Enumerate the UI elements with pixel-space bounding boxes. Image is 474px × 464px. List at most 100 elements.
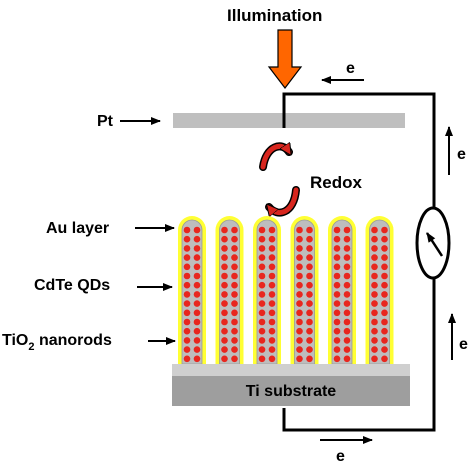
cdte-quantum-dot xyxy=(221,263,228,271)
cdte-quantum-dot xyxy=(371,337,378,344)
cdte-quantum-dot xyxy=(343,291,351,298)
nanorod xyxy=(328,216,356,365)
cdte-quantum-dot xyxy=(193,245,201,252)
cdte-quantum-dot xyxy=(306,254,313,261)
cdte-quantum-dot xyxy=(193,309,201,317)
cdte-quantum-dot xyxy=(268,245,276,252)
cdte-quantum-dot xyxy=(258,291,266,298)
cdte-quantum-dot xyxy=(333,272,341,280)
cdte-quantum-dot xyxy=(333,281,341,289)
cdte-quantum-dot xyxy=(296,272,303,280)
cdte-quantum-dot xyxy=(221,235,228,243)
cdte-quantum-dot xyxy=(231,235,238,243)
cdte-quantum-dot xyxy=(183,300,191,307)
cdte-quantum-dot xyxy=(343,318,351,326)
cdte-quantum-dot xyxy=(258,355,266,363)
cdte-quantum-dot xyxy=(343,245,351,252)
cdte-quantum-dot xyxy=(296,263,303,271)
cdte-quantum-dot xyxy=(268,254,276,261)
cdte-quantum-dot xyxy=(193,300,201,307)
cdte-quantum-dot xyxy=(381,254,388,261)
cdte-quantum-dot xyxy=(193,235,201,243)
cdte-quantum-dot xyxy=(221,318,228,326)
cdte-quantum-dot xyxy=(193,291,201,298)
cdte-quantum-dot xyxy=(183,327,191,335)
nanorod xyxy=(253,216,281,365)
cdte-quantum-dot xyxy=(343,355,351,363)
cdte-quantum-dot xyxy=(381,281,388,289)
cdte-quantum-dot xyxy=(231,263,238,271)
cdte-quantum-dot xyxy=(306,272,313,280)
meter-icon xyxy=(415,206,451,280)
cdte-quantum-dot xyxy=(306,263,313,271)
cdte-quantum-dot xyxy=(296,291,303,298)
cdte-quantum-dot xyxy=(371,281,378,289)
pt-label: Pt xyxy=(97,113,114,130)
cdte-quantum-dot xyxy=(333,346,341,353)
cdte-quantum-dot xyxy=(221,291,228,298)
cdte-quantum-dot xyxy=(296,226,303,234)
cdte-quantum-dot xyxy=(193,226,201,234)
cdte-quantum-dot xyxy=(183,355,191,363)
cdte-quantum-dot xyxy=(258,281,266,289)
circuit-wire-bottom xyxy=(282,278,436,432)
cdte-quantum-dot xyxy=(306,281,313,289)
cdte-quantum-dot xyxy=(231,245,238,252)
cdte-quantum-dot xyxy=(343,226,351,234)
cdte-quantum-dot xyxy=(296,235,303,243)
cdte-quantum-dot xyxy=(231,327,238,335)
cdte-quantum-dot xyxy=(333,300,341,307)
cdte-quantum-dot xyxy=(381,235,388,243)
cdte-quantum-dot xyxy=(296,355,303,363)
pt-electrode xyxy=(173,113,405,128)
cdte-quantum-dot xyxy=(333,226,341,234)
cdte-quantum-dot xyxy=(268,327,276,335)
cdte-quantum-dot xyxy=(306,346,313,353)
cdte-quantum-dot xyxy=(296,254,303,261)
cdte-quantum-dot xyxy=(343,235,351,243)
cdte-quantum-dot xyxy=(371,327,378,335)
cdte-quantum-dot xyxy=(268,300,276,307)
cdte-quantum-dot xyxy=(193,318,201,326)
cdte-quantum-dot xyxy=(193,254,201,261)
electron-label-top: e xyxy=(346,60,355,77)
cdte-quantum-dot xyxy=(381,346,388,353)
cdte-quantum-dot xyxy=(381,327,388,335)
cdte-quantum-dot xyxy=(221,346,228,353)
cdte-quantum-dot xyxy=(371,254,378,261)
cdte-quantum-dot xyxy=(193,355,201,363)
cdte-quantum-dot xyxy=(306,235,313,243)
cdte-quantum-dot xyxy=(231,300,238,307)
electron-label-right-upper: e xyxy=(457,146,466,163)
cdte-quantum-dot xyxy=(343,300,351,307)
cdte-quantum-dot xyxy=(371,272,378,280)
cdte-quantum-dot xyxy=(258,235,266,243)
cdte-quantum-dot xyxy=(268,235,276,243)
cdte-quantum-dot xyxy=(381,245,388,252)
cdte-quantum-dot xyxy=(381,309,388,317)
cdte-quantum-dot xyxy=(258,254,266,261)
cdte-quantum-dot xyxy=(231,337,238,344)
cdte-quantum-dot xyxy=(381,318,388,326)
cdte-quantum-dot xyxy=(306,245,313,252)
cdte-quantum-dot xyxy=(193,281,201,289)
cdte-quantum-dot xyxy=(231,291,238,298)
cdte-quantum-dot xyxy=(381,337,388,344)
cdte-quantum-dot xyxy=(268,346,276,353)
cdte-quantum-dot xyxy=(306,327,313,335)
cdte-quantum-dot xyxy=(333,263,341,271)
redox-label: Redox xyxy=(310,173,363,192)
cdte-quantum-dot xyxy=(343,263,351,271)
cdte-quantum-dot xyxy=(381,226,388,234)
cdte-quantum-dot xyxy=(258,300,266,307)
cdte-quantum-dot xyxy=(343,272,351,280)
cdte-quantum-dot xyxy=(193,327,201,335)
cdte-quantum-dot xyxy=(268,309,276,317)
cdte-quantum-dot xyxy=(231,318,238,326)
cdte-qds-label: CdTe QDs xyxy=(34,277,110,294)
cdte-quantum-dot xyxy=(221,245,228,252)
cdte-quantum-dot xyxy=(221,355,228,363)
cdte-quantum-dot xyxy=(381,300,388,307)
cdte-quantum-dot xyxy=(333,355,341,363)
substrate-top-layer xyxy=(172,364,410,376)
